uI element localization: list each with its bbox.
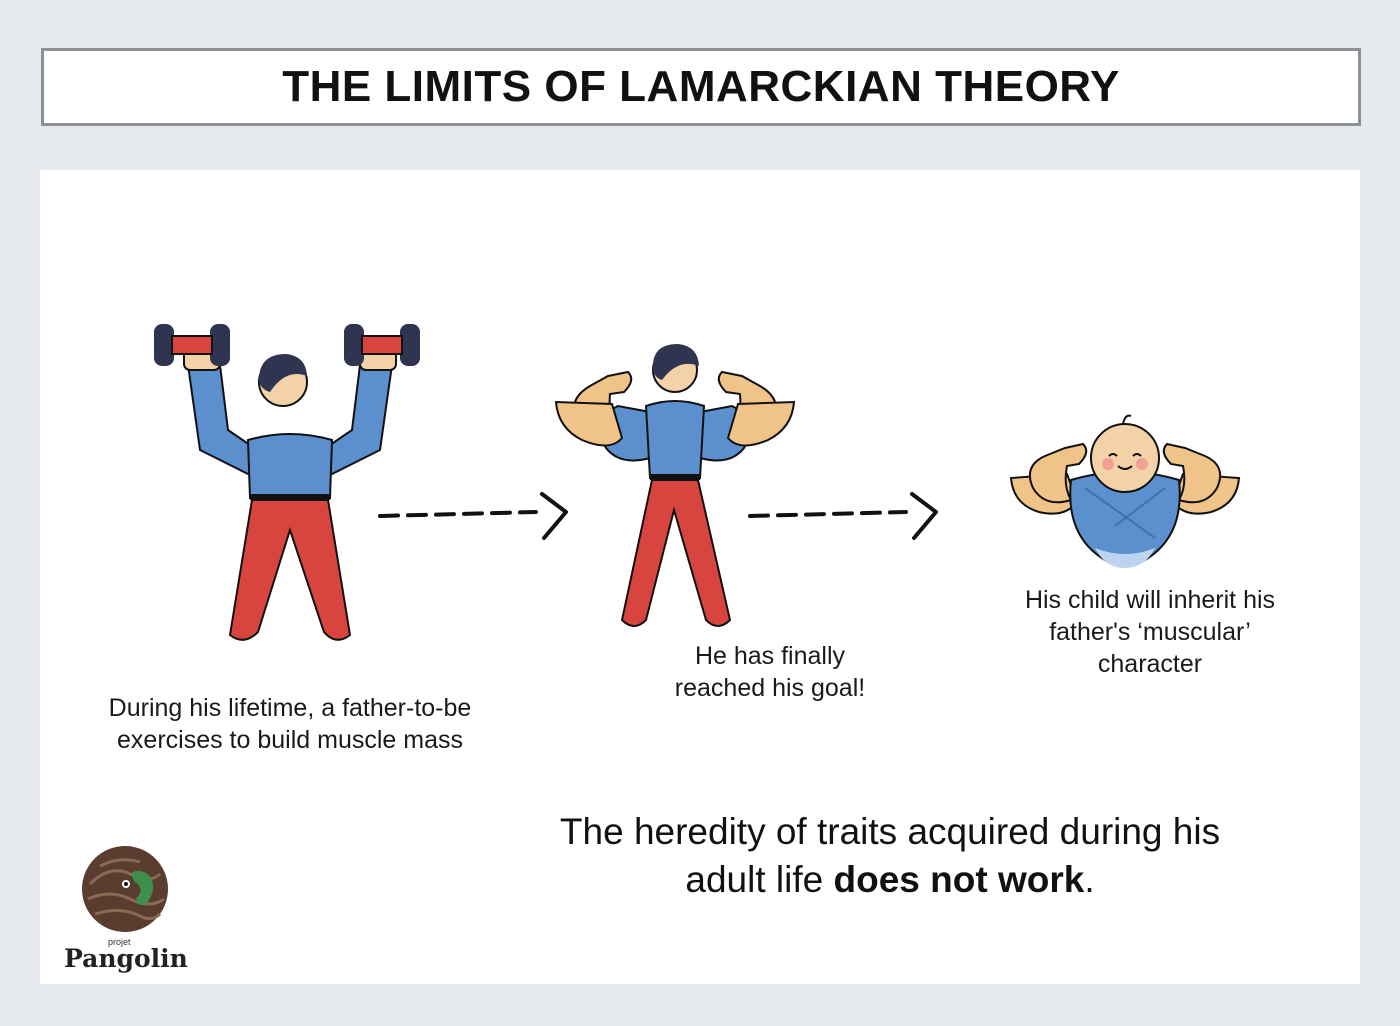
caption-child-inherits: His child will inherit his father's ‘mus…: [1024, 586, 1276, 678]
pangolin-logo: projet Pangolin: [64, 844, 204, 974]
page-title: THE LIMITS OF LAMARCKIAN THEORY: [282, 62, 1120, 111]
conclusion-text: The heredity of traits acquired during h…: [530, 808, 1250, 904]
illustration-panel: During his lifetime, a father-to-be exer…: [40, 170, 1360, 984]
right-dumbbell: [344, 324, 420, 366]
left-dumbbell: [154, 324, 230, 366]
caption-goal-reached: He has finally reached his goal!: [674, 642, 866, 702]
logo-small-text: projet: [108, 937, 131, 947]
conclusion-emphasis: does not work: [833, 859, 1085, 900]
father-flexing-figure: [554, 344, 796, 627]
pangolin-globe-icon: [82, 846, 168, 932]
father-exercising-figure: [154, 324, 420, 641]
conclusion-end: .: [1084, 859, 1095, 900]
arrow-icon: [378, 492, 568, 540]
arrow-icon: [748, 492, 938, 540]
muscular-baby-figure: [1009, 414, 1241, 568]
caption-father-exercising: During his lifetime, a father-to-be exer…: [108, 694, 472, 754]
conclusion-main: The heredity of traits acquired during h…: [559, 811, 1221, 900]
logo-name: Pangolin: [64, 944, 188, 973]
title-banner: THE LIMITS OF LAMARCKIAN THEORY: [41, 48, 1361, 126]
